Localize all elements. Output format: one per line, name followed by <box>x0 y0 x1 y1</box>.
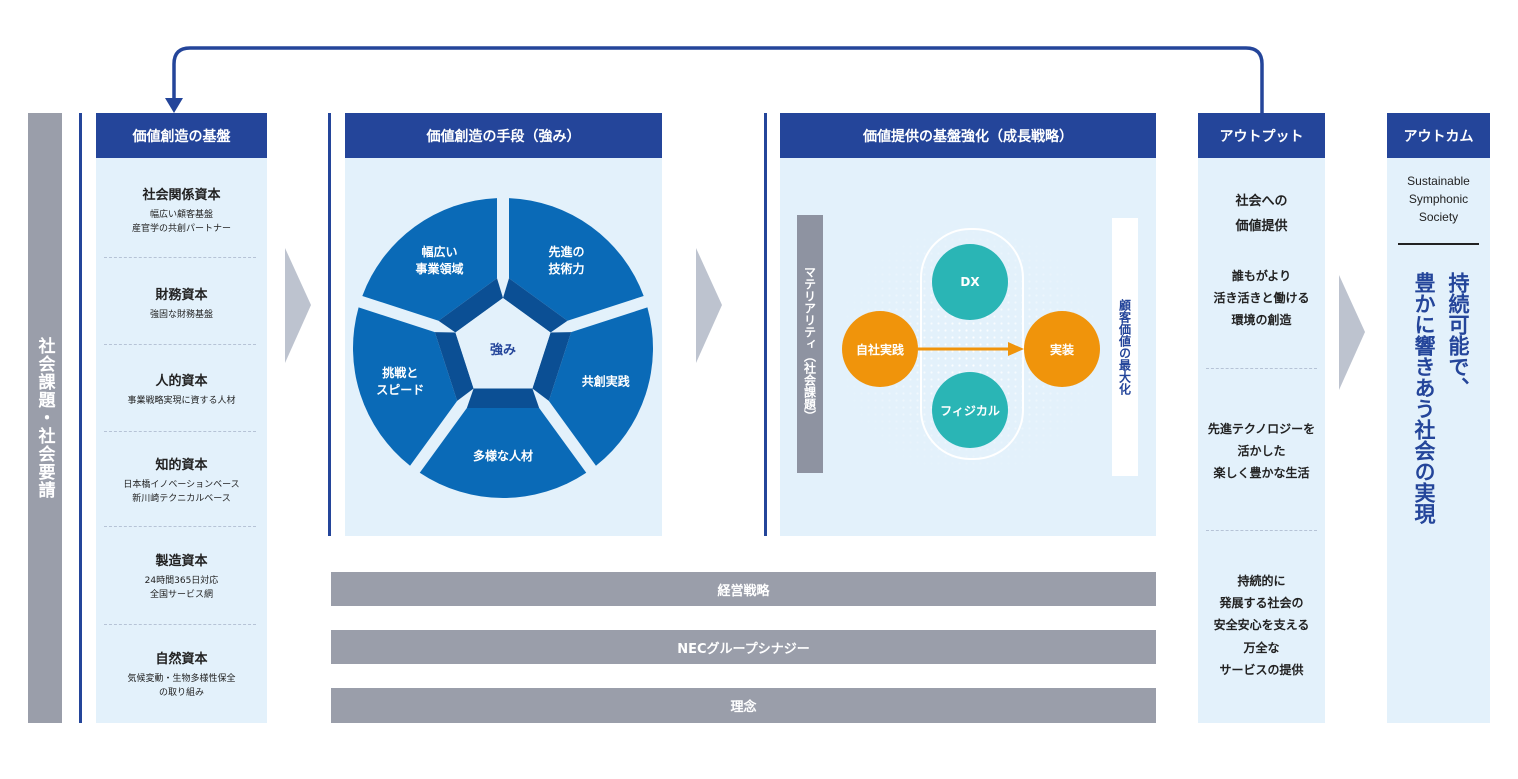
strength-center-shape <box>455 298 551 389</box>
philosophy-bar: 理念 <box>331 688 1156 723</box>
capital-separator <box>104 624 256 625</box>
capital-intellectual: 知的資本 日本橋イノベーションベース新川崎テクニカルベース <box>96 454 267 507</box>
capital-title: 社会関係資本 <box>142 188 221 203</box>
output-item-technology-life: 先進テクノロジーを活かした楽しく豊かな生活 <box>1207 422 1316 481</box>
means-divider <box>328 113 331 536</box>
materiality-label: マテリアリティ（社会課題） <box>802 266 817 422</box>
strength-inner-band <box>466 388 540 408</box>
vision-line-1: 持続可能で、 <box>1446 272 1470 398</box>
foundation-divider <box>79 113 82 723</box>
flow-chevron-icon <box>285 248 311 363</box>
capital-desc: 強固な財務基盤 <box>149 310 213 320</box>
strength-inner-band <box>503 278 568 333</box>
social-issues-label: 社会課題・社会要請 <box>34 337 55 499</box>
physical-circle: フィジカル <box>932 372 1008 448</box>
output-header: アウトプット <box>1198 113 1325 158</box>
customer-value-label: 顧客価値の最大化 <box>1117 299 1132 395</box>
capital-title: 製造資本 <box>155 554 208 569</box>
strength-segment <box>508 198 644 321</box>
capital-desc: 24時間365日対応全国サービス網 <box>144 576 219 600</box>
capital-title: 財務資本 <box>155 288 208 303</box>
social-issues-bar: 社会課題・社会要請 <box>28 113 62 723</box>
output-panel <box>1198 113 1325 723</box>
strength-segment-label: 挑戦とスピード <box>376 365 424 397</box>
output-item-value-provision: 社会への価値提供 <box>1235 194 1288 234</box>
capital-separator <box>104 526 256 527</box>
strength-segment-label: 幅広い事業領域 <box>416 244 464 276</box>
outcome-header: アウトカム <box>1387 113 1490 158</box>
capital-financial: 財務資本 強固な財務基盤 <box>96 284 267 323</box>
capital-desc: 日本橋イノベーションベース新川崎テクニカルベース <box>123 480 240 504</box>
group-synergy-bar: NECグループシナジー <box>331 630 1156 664</box>
vision-statement: 持続可能で、 豊かに響きあう社会の実現 <box>1396 272 1486 542</box>
strength-segment <box>548 307 653 466</box>
strength-segment-label: 共創実践 <box>582 373 630 388</box>
outcome-panel <box>1387 113 1490 723</box>
flow-chevron-icon <box>696 248 722 363</box>
output-item-safe-society: 持続的に発展する社会の安全安心を支える万全なサービスの提供 <box>1213 574 1310 677</box>
dx-physical-capsule <box>920 228 1024 460</box>
output-separator <box>1206 368 1317 369</box>
capital-desc: 気候変動・生物多様性保全の取り組み <box>127 674 236 698</box>
strength-center-label: 強み <box>490 342 516 358</box>
strength-inner-band <box>438 278 503 333</box>
capital-separator <box>104 344 256 345</box>
strength-inner-band <box>532 332 572 401</box>
output-item-workplace: 誰もがより活き活きと働ける環境の創造 <box>1213 269 1310 328</box>
management-strategy-bar: 経営戦略 <box>331 572 1156 606</box>
capital-social: 社会関係資本 幅広い顧客基盤産官学の共創パートナー <box>96 184 267 237</box>
capital-human: 人的資本 事業戦略実現に資する人材 <box>96 370 267 409</box>
practice-to-implement-arrow <box>918 342 1024 356</box>
self-practice-circle: 自社実践 <box>842 311 918 387</box>
foundation-panel <box>96 113 267 723</box>
capital-title: 知的資本 <box>155 458 208 473</box>
materiality-bar: マテリアリティ（社会課題） <box>797 215 823 473</box>
outcome-separator <box>1398 243 1479 245</box>
capital-title: 人的資本 <box>155 374 208 389</box>
capital-manufactured: 製造資本 24時間365日対応全国サービス網 <box>96 550 267 603</box>
strength-inner-band <box>434 332 474 401</box>
capital-title: 自然資本 <box>155 652 208 667</box>
growth-header: 価値提供の基盤強化（成長戦略） <box>780 113 1156 158</box>
flow-chevron-icon <box>1339 275 1365 390</box>
vision-line-2: 豊かに響きあう社会の実現 <box>1412 272 1436 524</box>
capital-desc: 事業戦略実現に資する人材 <box>127 396 236 406</box>
dx-circle: DX <box>932 244 1008 320</box>
capital-separator <box>104 257 256 258</box>
growth-divider <box>764 113 767 536</box>
foundation-header: 価値創造の基盤 <box>96 113 267 158</box>
capital-separator <box>104 431 256 432</box>
implementation-circle: 実装 <box>1024 311 1100 387</box>
strength-segment <box>419 407 587 498</box>
means-header: 価値創造の手段（強み） <box>345 113 662 158</box>
capital-natural: 自然資本 気候変動・生物多様性保全の取り組み <box>96 648 267 701</box>
strength-segment-label: 先進の技術力 <box>548 244 584 276</box>
strength-segment <box>362 198 498 321</box>
customer-value-bar: 顧客価値の最大化 <box>1112 218 1138 476</box>
feedback-loop-arrow <box>165 46 1264 113</box>
output-separator <box>1206 530 1317 531</box>
strength-segment <box>353 307 458 466</box>
strength-segment-label: 多様な人材 <box>473 448 533 463</box>
capital-desc: 幅広い顧客基盤産官学の共創パートナー <box>131 210 231 234</box>
